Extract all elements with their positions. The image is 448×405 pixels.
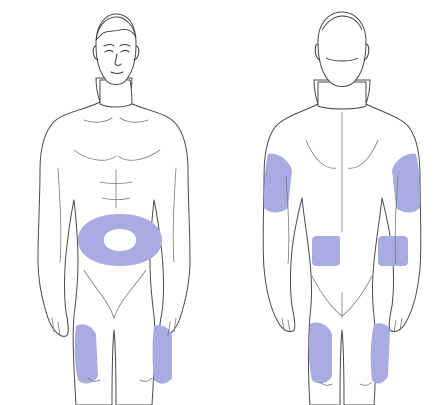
left-thigh-injection-site <box>75 324 98 383</box>
right-buttock-thigh-injection-site <box>371 323 390 383</box>
left-buttock-thigh-injection-site <box>309 322 332 383</box>
right-thigh-injection-site <box>153 325 173 383</box>
back-body-view <box>224 0 448 405</box>
right-lower-back-injection-site <box>378 236 408 266</box>
front-body-view <box>0 0 224 405</box>
left-lower-back-injection-site <box>312 236 340 266</box>
back-head <box>318 12 366 87</box>
